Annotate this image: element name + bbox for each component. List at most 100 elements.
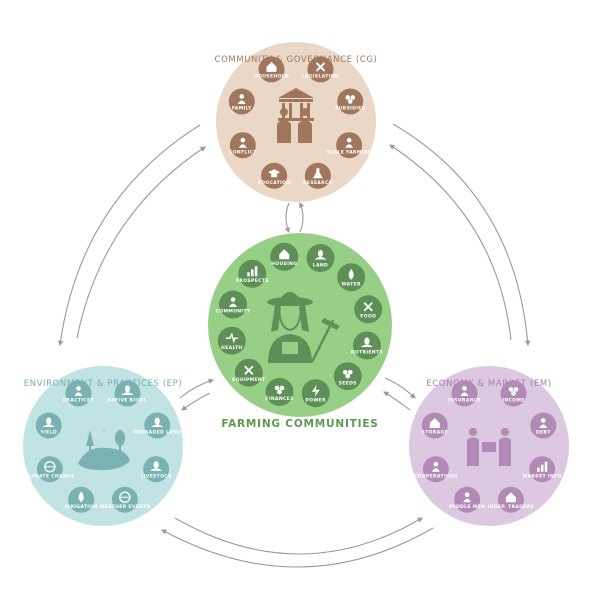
- node-middle-men: MIDDLE MEN: [449, 486, 485, 513]
- node-label: FOOD: [360, 313, 376, 319]
- node-label: COMMUNITY: [216, 309, 251, 315]
- community-governance-title: COMMUNITY & GOVERNANCE (CG): [215, 55, 378, 65]
- node-label: DEGRADED LAND: [133, 430, 181, 436]
- debt-icon: [539, 418, 548, 428]
- farmer-practice-icon: [74, 386, 83, 396]
- family-icon: [237, 94, 246, 104]
- environment-practices-circle: [23, 366, 183, 526]
- node-label: COOPERATIONS: [414, 473, 458, 479]
- environment-practices-cluster: ENVIRONMENT & PRACTICES (EP) NATIVE BIOD…: [23, 366, 183, 526]
- node-label: RESEARCH: [303, 180, 333, 186]
- node-circle: [111, 486, 138, 513]
- node-indep-traders: INDEP. TRADERS: [488, 486, 535, 513]
- watering-can-icon: [78, 491, 84, 503]
- node-label: POWER: [305, 397, 326, 403]
- hands-crop-icon: [42, 417, 55, 427]
- node-land: LAND: [306, 244, 335, 273]
- node-label: YIELD: [40, 430, 57, 436]
- node-climate-change: CLIMATE CHANGE: [25, 456, 74, 483]
- arrow-em-to-farming: [383, 391, 411, 411]
- node-label: HOUSEHOLD: [254, 74, 289, 80]
- node-label: FINANCES: [265, 396, 293, 402]
- node-native-biodi: NATIVE BIODI.: [107, 380, 147, 407]
- node-circle: [217, 326, 246, 355]
- node-circle: [354, 295, 383, 324]
- node-power: POWER: [301, 379, 330, 408]
- community-governance-circle: [216, 42, 376, 202]
- node-yield: YIELD: [35, 412, 62, 439]
- sprout-icon: [360, 337, 373, 347]
- node-label: WATER: [342, 281, 362, 287]
- node-prospects: PROSPECTS: [236, 259, 269, 288]
- cloud-sun-icon: [119, 491, 131, 503]
- node-label: WEATHER EVENTS: [99, 504, 150, 510]
- market-chart-icon: [537, 461, 548, 472]
- node-storage: STORAGE: [422, 412, 448, 439]
- node-label: LEGISLATION: [302, 74, 339, 80]
- node-health: HEALTH: [217, 326, 246, 355]
- node-label: INDEP. TRADERS: [488, 504, 535, 510]
- node-label: NUTRIENTS: [351, 350, 383, 356]
- node-irrigation: IRRIGATION: [65, 486, 98, 513]
- node-label: LAND: [313, 262, 328, 268]
- seeds-icon: [342, 369, 353, 379]
- node-food: FOOD: [354, 295, 383, 324]
- lightning-icon: [311, 384, 320, 397]
- node-family: FAMILY: [228, 88, 255, 115]
- node-label: CLIMATE CHANGE: [25, 473, 74, 479]
- arrow-cg-to-em: [392, 123, 531, 347]
- farming-communities-circle: [208, 233, 392, 417]
- node-label: MIDDLE MEN: [449, 504, 485, 510]
- farming-communities-cluster: FARMING COMMUNITIES HOUSING LAND WATER FOOD…: [208, 233, 392, 430]
- node-degraded-land: DEGRADED LAND: [133, 412, 181, 439]
- node-practices: PRACTICES: [63, 380, 94, 407]
- bird-icon: [121, 385, 134, 395]
- middle-men-icon: [463, 492, 472, 503]
- coins-icon: [274, 385, 285, 395]
- node-household: HOUSEHOLD: [254, 56, 289, 83]
- node-label: EDUCATION: [258, 180, 291, 186]
- node-finances: FINANCES: [265, 377, 294, 406]
- node-livestock: LIVESTOCK: [141, 456, 172, 483]
- node-debt: DEBT: [530, 412, 557, 439]
- arrow-cg-to-ep: [57, 124, 201, 347]
- coins-plus-icon: [508, 387, 519, 396]
- node-label: IRRIGATION: [65, 504, 98, 510]
- arrow-cg-to-farming: [284, 202, 290, 234]
- fork-knife-icon: [363, 302, 373, 312]
- bar-chart-icon: [247, 266, 258, 277]
- node-label: PROSPECTS: [236, 278, 269, 284]
- node-cooperations: COOPERATIONS: [414, 456, 458, 483]
- node-education: EDUCATION: [258, 162, 291, 189]
- node-market-info: MARKET INFO: [523, 456, 561, 483]
- environment-practices-title: ENVIRONMENT & PRACTICES (EP): [24, 379, 183, 389]
- storage-icon: [429, 417, 440, 428]
- node-label: PRACTICES: [63, 398, 94, 404]
- node-label: INSURANCE: [448, 398, 481, 404]
- flask-icon: [312, 168, 323, 179]
- node-research: RESEARCH: [303, 162, 333, 189]
- node-nutrients: NUTRIENTS: [351, 331, 383, 360]
- node-water: WATER: [337, 263, 366, 292]
- sofa-icon: [266, 61, 277, 72]
- handshake-icon: [431, 461, 440, 472]
- globe-icon: [44, 460, 56, 473]
- arrow-em-to-cg: [389, 144, 512, 341]
- node-insurance: INSURANCE: [448, 380, 481, 407]
- node-label: EQUIPMENT: [232, 377, 266, 383]
- node-equipment: EQUIPMENT: [232, 358, 266, 387]
- arrow-farming-to-em: [384, 377, 416, 399]
- farm-scale-icon: [345, 137, 354, 148]
- node-label: HOUSING: [271, 261, 297, 267]
- node-label: HEALTH: [221, 345, 242, 351]
- community-governance-cluster: COMMUNITY & GOVERNANCE (CG) LEGISLATION S…: [215, 42, 378, 202]
- node-circle: [307, 56, 334, 83]
- economy-market-title: ECONOMY & MARKET (EM): [426, 379, 551, 389]
- node-subsidies: SUBSIDIES: [335, 88, 365, 115]
- farming-communities-title: FARMING COMMUNITIES: [221, 418, 378, 430]
- node-label: LIVESTOCK: [141, 473, 172, 479]
- node-label: SUBSIDIES: [335, 106, 365, 112]
- land-icon: [314, 250, 327, 260]
